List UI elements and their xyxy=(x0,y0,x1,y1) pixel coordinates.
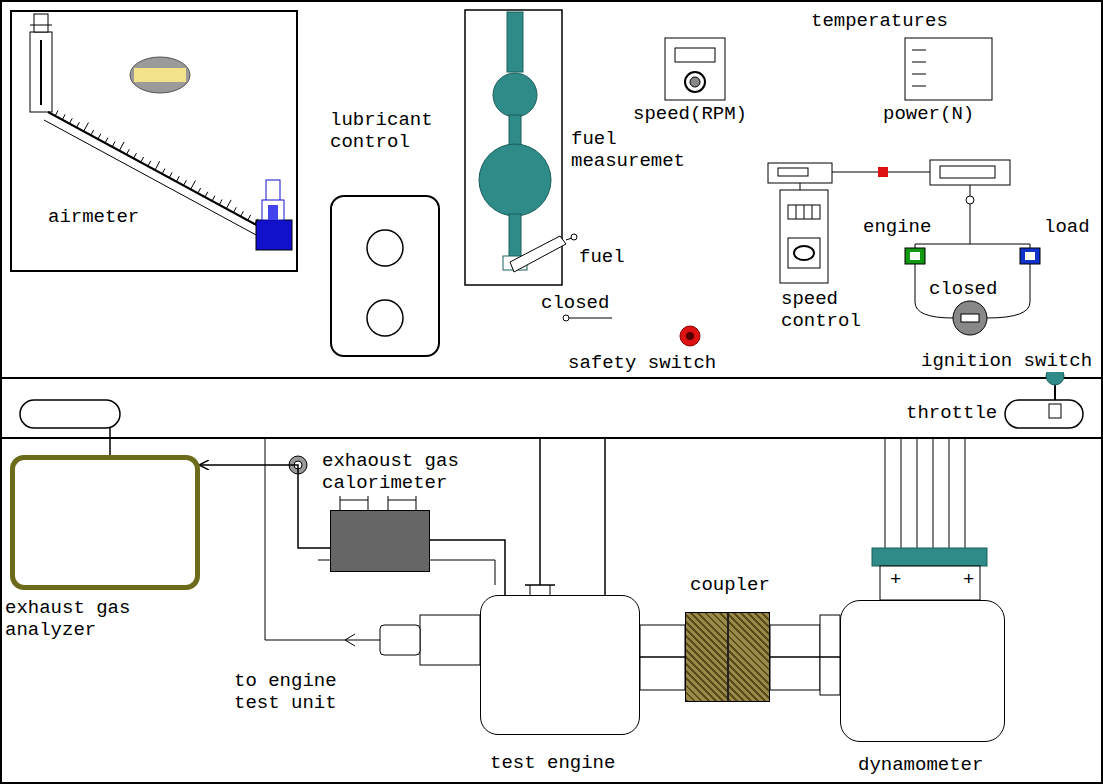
part-label: load xyxy=(1043,216,1091,238)
scale-tick xyxy=(148,161,151,166)
part-label: throttle xyxy=(905,402,998,424)
scale-tick xyxy=(219,200,222,205)
scale-tick xyxy=(169,172,172,177)
scale-tick xyxy=(77,122,80,127)
node-label: test engine xyxy=(490,752,615,774)
engine-box: test engine xyxy=(480,595,640,735)
dynamometer-box: dynamometer xyxy=(840,600,1005,742)
scale-tick xyxy=(205,192,208,197)
scale-tick xyxy=(255,219,258,224)
part-label: closed xyxy=(540,292,610,314)
scale-tick xyxy=(134,153,137,158)
scale-tick xyxy=(119,142,124,151)
airmeter-panel: airmeter xyxy=(10,10,298,272)
scale-tick xyxy=(112,142,115,147)
part-label: closed xyxy=(928,278,998,300)
part-label: safety switch xyxy=(567,352,717,374)
scale-tick xyxy=(176,176,179,181)
scale-tick xyxy=(184,180,187,185)
scale-tick xyxy=(91,130,94,135)
scale-tick xyxy=(233,207,236,212)
scale-tick xyxy=(69,118,72,123)
pipe-connector xyxy=(640,656,685,658)
node-label: exhaoust gas calorimeter xyxy=(322,450,470,494)
scale-tick xyxy=(55,111,58,116)
scale-tick xyxy=(84,123,89,132)
scale-tick xyxy=(141,157,144,162)
scale-tick xyxy=(198,188,201,193)
scale-tick xyxy=(105,138,108,143)
scale-tick xyxy=(62,114,65,119)
part-label: speed(RPM) xyxy=(632,103,748,125)
part-label: fuel measuremet xyxy=(570,128,697,172)
analyzer-box: exhaust gas analyzer xyxy=(10,455,200,590)
lubricant-panel: lubricant control xyxy=(330,195,440,357)
part-label: fuel xyxy=(578,246,626,268)
node-label: exhaust gas analyzer xyxy=(5,597,142,641)
part-label: + xyxy=(889,569,902,591)
part-label: speed control xyxy=(780,288,873,332)
scale-tick xyxy=(191,181,196,190)
pipe-connector xyxy=(430,540,505,595)
scale-tick xyxy=(226,200,231,209)
node-label: lubricant control xyxy=(330,109,444,153)
scale-tick xyxy=(241,211,244,216)
coupler-box: coupler xyxy=(685,612,770,702)
part-label: to engine test unit xyxy=(233,670,349,714)
part-label: temperatures xyxy=(810,10,949,32)
part-label: engine xyxy=(862,216,932,238)
part-label: + xyxy=(962,569,975,591)
scale-tick xyxy=(155,161,160,170)
scale-tick xyxy=(98,134,101,139)
coupler-split xyxy=(727,613,729,701)
pipe-connector xyxy=(200,465,330,548)
pipe-connector xyxy=(770,656,840,658)
scale-tick xyxy=(162,169,165,174)
calorimeter-box: exhaoust gas calorimeter xyxy=(330,510,430,572)
node-label: dynamometer xyxy=(858,754,983,776)
scale-tick xyxy=(126,149,129,154)
scale-tick xyxy=(248,215,251,220)
part-label: power(N) xyxy=(882,103,975,125)
scale-tick xyxy=(212,196,215,201)
node-label: airmeter xyxy=(48,206,139,228)
node-label: coupler xyxy=(690,574,770,596)
part-label: ignition switch xyxy=(920,350,1093,372)
